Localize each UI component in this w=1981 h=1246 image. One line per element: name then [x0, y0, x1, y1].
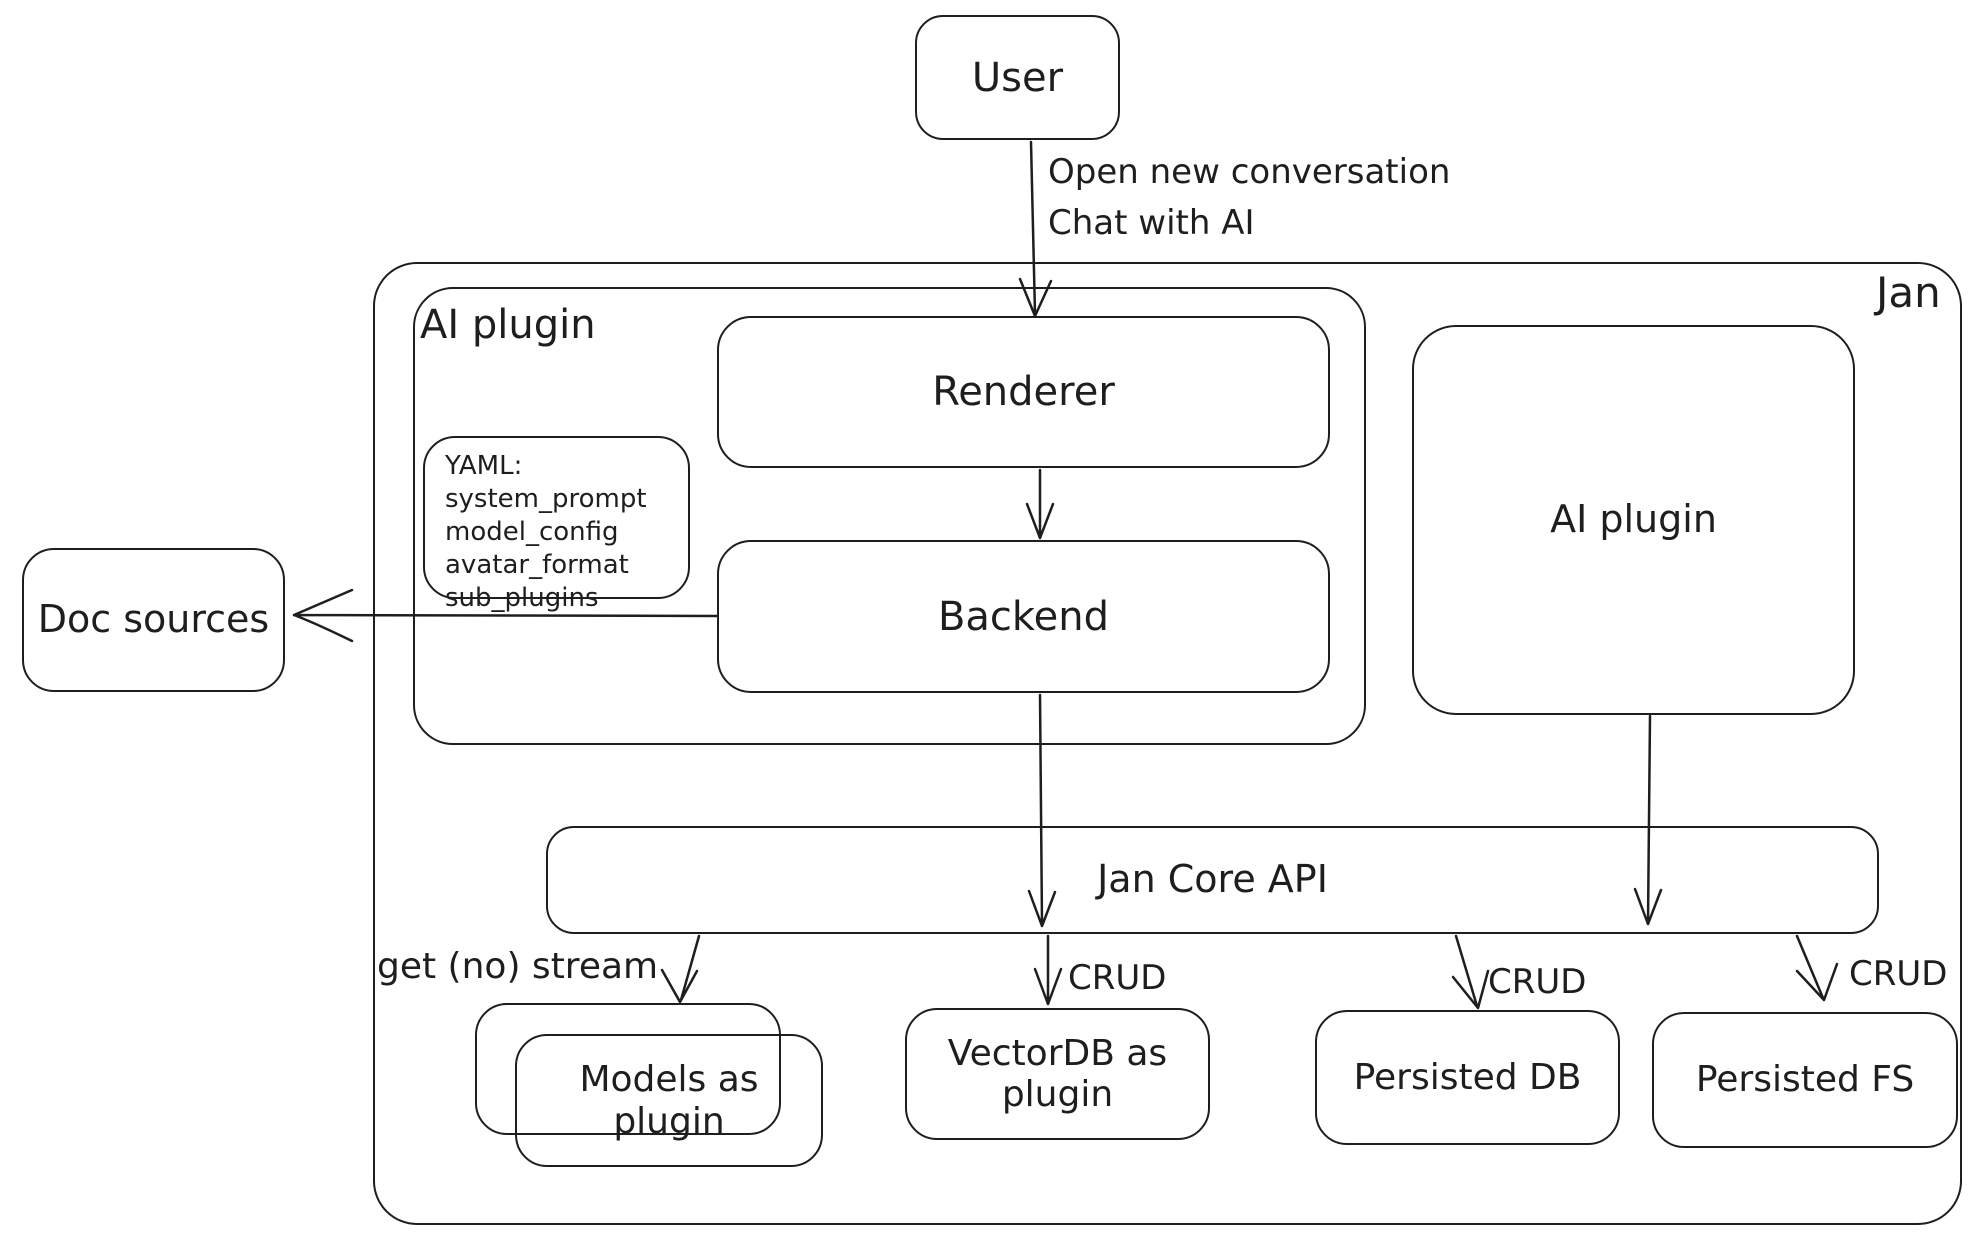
ai-plugin-right-node-label: AI plugin: [1550, 497, 1717, 542]
edge-label-chat-with-ai: Chat with AI: [1048, 203, 1255, 243]
jan-core-api-node-label: Jan Core API: [1097, 857, 1328, 902]
doc-sources-node-label: Doc sources: [37, 597, 270, 642]
backend-node-label: Backend: [937, 593, 1110, 640]
renderer-node-label: Renderer: [932, 369, 1115, 415]
user-node: User: [915, 15, 1120, 140]
yaml-note: YAML: system_prompt model_config avatar_…: [423, 436, 690, 613]
backend-node: Backend: [717, 540, 1330, 693]
ai-plugin-container-label: AI plugin: [420, 302, 596, 348]
renderer-node: Renderer: [717, 316, 1330, 468]
edge-label-crud-vectordb: CRUD: [1068, 958, 1167, 998]
jan-container: [373, 262, 1962, 1225]
yaml-note-line: model_config: [445, 517, 619, 548]
ai-plugin-container: [413, 287, 1366, 745]
models-as-plugin-outer-box: [475, 1003, 781, 1135]
yaml-note-line: system_prompt: [445, 484, 647, 515]
user-node-label: User: [971, 54, 1064, 101]
edge-label-open-new-conversation: Open new conversation: [1048, 152, 1451, 192]
doc-sources-node: Doc sources: [22, 548, 285, 692]
models-as-plugin-node: Models as plugin: [515, 1034, 823, 1167]
edge-label-crud-persisted-db: CRUD: [1488, 962, 1587, 1002]
jan-core-api-node: Jan Core API: [546, 826, 1879, 934]
persisted-db-node-label: Persisted DB: [1353, 1056, 1582, 1098]
yaml-note-title: YAML:: [445, 451, 523, 481]
persisted-fs-node: Persisted FS: [1652, 1012, 1958, 1148]
yaml-note-line: avatar_format: [445, 550, 629, 581]
edge-label-crud-persisted-fs: CRUD: [1849, 954, 1948, 994]
edge-label-get-no-stream: get (no) stream: [377, 946, 659, 987]
yaml-note-line: sub_plugins: [445, 583, 599, 614]
ai-plugin-right-node: AI plugin: [1412, 325, 1855, 715]
models-as-plugin-node-label: Models as plugin: [579, 1059, 759, 1142]
vectordb-as-plugin-node-label: VectorDB as plugin: [947, 1032, 1168, 1115]
persisted-db-node: Persisted DB: [1315, 1010, 1620, 1145]
jan-container-label: Jan: [1876, 268, 1941, 317]
persisted-fs-node-label: Persisted FS: [1695, 1059, 1915, 1101]
vectordb-as-plugin-node: VectorDB as plugin: [905, 1008, 1210, 1140]
